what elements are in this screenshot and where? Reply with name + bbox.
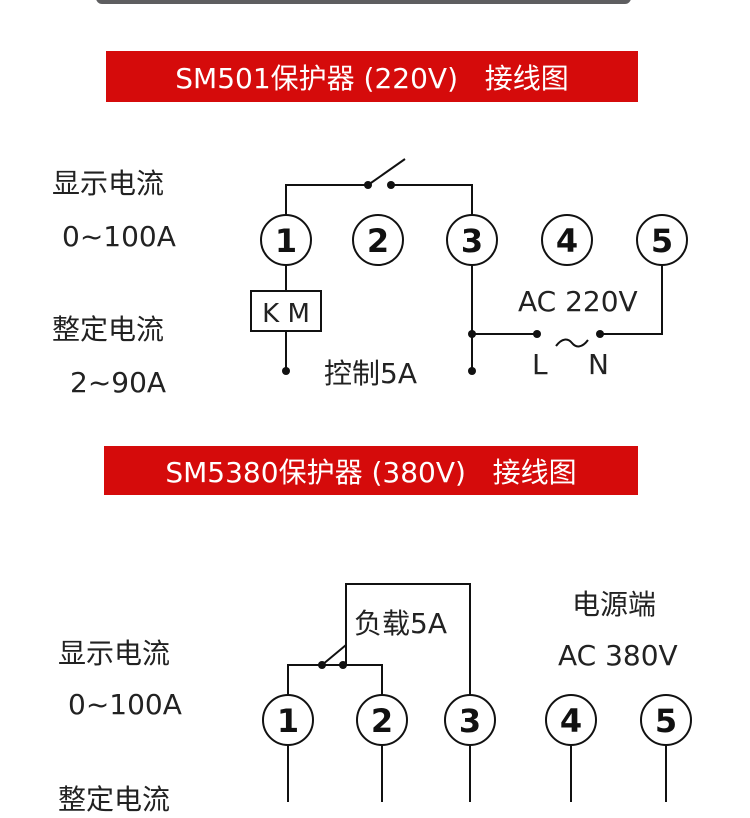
- section2-title-banner: SM5380保护器 (380V) 接线图: [104, 446, 638, 495]
- s1-terminal-5-label: 5: [651, 222, 673, 260]
- s1-ac-label: AC 220V: [518, 285, 638, 318]
- s1-set-current-value: 2~90A: [70, 366, 167, 399]
- s1-wire-n-t5: [600, 265, 663, 335]
- s1-control-dot-left: [282, 367, 290, 375]
- s2-load-label: 负载5A: [354, 607, 447, 640]
- s1-km-label: K M: [262, 299, 310, 329]
- top-bar: [96, 0, 631, 4]
- s2-wire-t1-switch: [287, 664, 322, 695]
- s1-terminal-2: [352, 214, 404, 266]
- s1-control-label: 控制5A: [324, 357, 417, 390]
- s2-terminal-1-label: 1: [277, 702, 299, 740]
- s2-terminal-3: [444, 694, 496, 746]
- s1-wire-top-right: [391, 184, 473, 215]
- s1-terminals: 1 2 3 4 5 K M: [260, 214, 688, 329]
- s2-terminal-2-label: 2: [371, 702, 393, 740]
- s1-terminal-2-label: 2: [367, 222, 389, 260]
- s1-terminal-1-label: 1: [275, 222, 297, 260]
- s2-ac-label: AC 380V: [558, 639, 678, 672]
- s2-terminal-5-label: 5: [655, 702, 677, 740]
- s2-wire-load-loop: [322, 583, 471, 695]
- s1-km-box: [250, 290, 322, 332]
- s1-terminal-4-label: 4: [556, 222, 578, 260]
- s1-wire-top-left: [285, 184, 368, 215]
- s2-terminal-3-label: 3: [459, 702, 481, 740]
- s2-terminal-4-label: 4: [560, 702, 582, 740]
- section1-title-banner: SM501保护器 (220V) 接线图: [106, 51, 638, 102]
- s1-display-current-label: 显示电流: [52, 167, 165, 200]
- s2-terminal-5: [640, 694, 692, 746]
- s2-terminal-1: [262, 694, 314, 746]
- s2-terminals: 1 2 3 4 5: [262, 694, 692, 746]
- s1-terminal-3-label: 3: [461, 222, 483, 260]
- s1-wiring: [250, 158, 663, 375]
- s1-terminal-5: [636, 214, 688, 266]
- s1-display-current-value: 0~100A: [62, 220, 176, 253]
- s2-terminal-4: [545, 694, 597, 746]
- s1-terminal-4: [541, 214, 593, 266]
- s1-n-label: N: [588, 348, 609, 381]
- s1-switch-contact-left: [364, 181, 372, 189]
- s2-display-current-value: 0~100A: [68, 688, 182, 721]
- s2-display-current-label: 显示电流: [58, 637, 171, 670]
- s2-wire-switch-t2: [343, 664, 383, 695]
- s2-switch-contact-left: [318, 661, 326, 669]
- s2-power-label: 电源端: [572, 588, 657, 621]
- s1-control-dot-right: [468, 367, 476, 375]
- s1-ac-tilde: [555, 338, 589, 348]
- s1-switch-blade: [367, 158, 406, 186]
- s2-switch-blade: [321, 644, 347, 666]
- s1-terminal-3: [446, 214, 498, 266]
- s2-terminal-2: [356, 694, 408, 746]
- s2-wiring: [287, 583, 667, 802]
- s1-l-label: L: [532, 348, 548, 381]
- s1-terminal-1: [260, 214, 312, 266]
- s1-set-current-label: 整定电流: [52, 313, 165, 346]
- s1-l-dot: [533, 330, 541, 338]
